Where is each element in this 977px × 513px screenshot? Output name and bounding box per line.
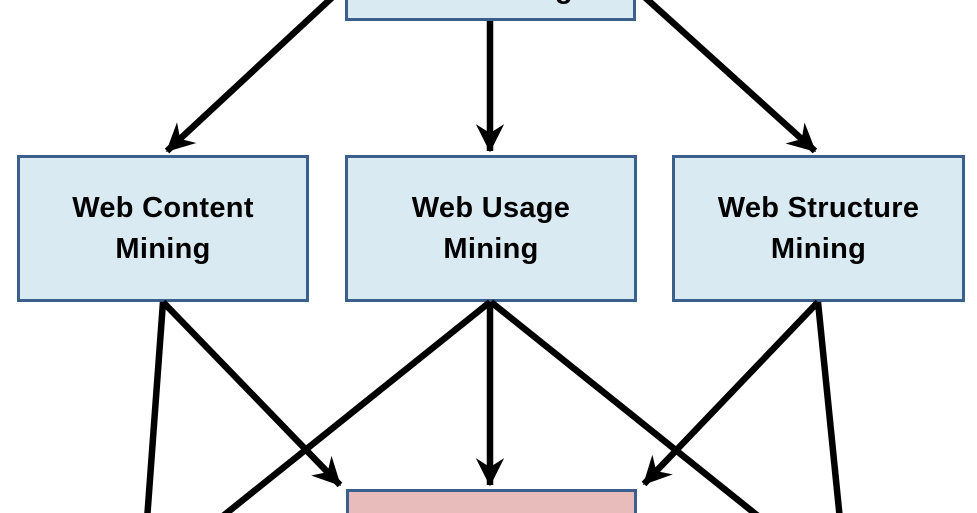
node-highlighted	[346, 489, 637, 513]
node-web-content-label-line1: Web Content	[72, 191, 254, 224]
node-web-usage-mining: Web Usage Mining	[345, 155, 637, 302]
edge-web-structure-to-offscreen-bottom	[814, 301, 843, 513]
node-web-structure-label-line1: Web Structure	[717, 191, 920, 224]
edge-web-structure-to-highlighted-node	[641, 299, 821, 487]
node-web-structure-mining: Web Structure Mining	[672, 155, 965, 302]
edge-web-usage-to-offscreen-bottom-right	[488, 299, 760, 513]
node-web-content-mining: Web Content Mining	[17, 155, 309, 302]
node-web-mining: Web Mining	[345, 0, 636, 21]
node-web-structure-label-line2: Mining	[770, 232, 867, 265]
node-web-content-label-line2: Mining	[115, 232, 211, 265]
node-web-usage-label-line2: Mining	[443, 232, 539, 265]
edge-web-content-to-offscreen-bottom	[144, 301, 167, 513]
edge-web-mining-to-web-content	[164, 0, 335, 154]
edge-web-mining-to-web-structure	[643, 0, 818, 154]
edge-web-usage-to-offscreen-bottom-left	[221, 299, 493, 513]
node-web-usage-label-line1: Web Usage	[411, 191, 571, 224]
edge-web-content-to-highlighted-node	[160, 299, 343, 488]
node-web-mining-label: Web Mining	[408, 0, 573, 10]
